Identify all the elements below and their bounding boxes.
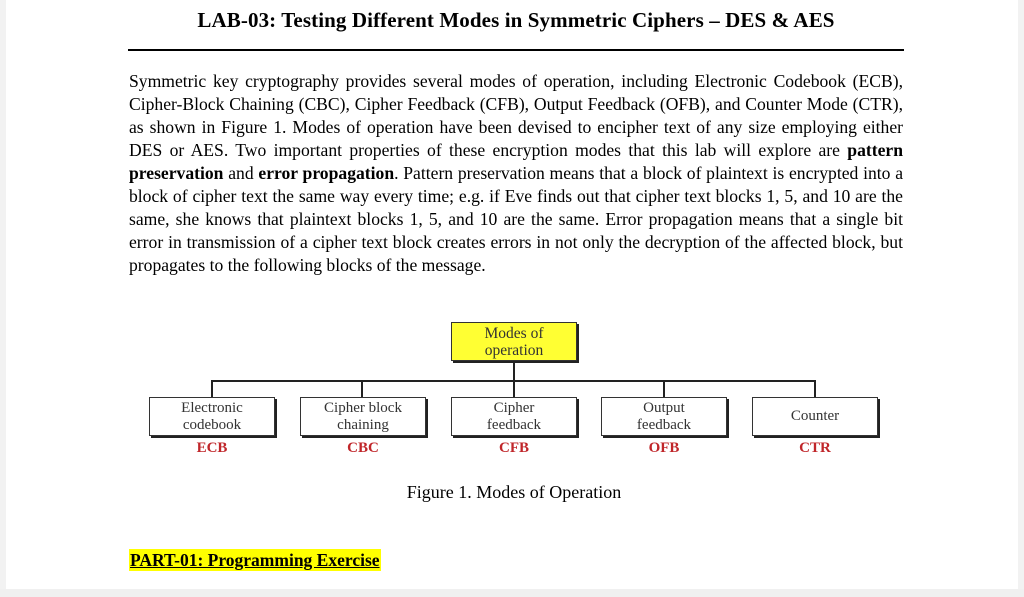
mode-box-ctr: Counter xyxy=(752,397,878,436)
figure-caption-text: Figure 1. Modes of Operation xyxy=(406,482,622,502)
figure-caption: Figure 1. Modes of Operation xyxy=(0,482,1024,503)
abbr-ecb: ECB xyxy=(196,440,228,456)
branch-ecb xyxy=(211,380,213,397)
section-heading-part-01: PART-01: Programming Exercise xyxy=(129,549,381,571)
page-margin-right xyxy=(1018,0,1024,597)
abbr-cfb: CFB xyxy=(499,440,529,456)
branch-cbc xyxy=(361,380,363,397)
root-stem xyxy=(513,360,515,381)
root-label-line1: Modes of xyxy=(484,324,544,342)
mode-label: feedback xyxy=(486,416,542,433)
branch-ctr xyxy=(814,380,816,397)
mode-label: chaining xyxy=(337,416,389,433)
title-rule xyxy=(128,49,904,51)
term-error-propagation: error propagation xyxy=(258,163,395,183)
branch-cfb xyxy=(513,380,515,397)
page-margin-bottom xyxy=(0,589,1024,597)
document-title: LAB-03: Testing Different Modes in Symme… xyxy=(197,8,835,32)
abbr-ctr: CTR xyxy=(799,440,831,456)
term-pattern-preservation: pattern preservation xyxy=(129,140,903,183)
mode-label: feedback xyxy=(636,416,692,433)
abbr-cbc: CBC xyxy=(347,440,379,456)
mode-label: codebook xyxy=(182,416,242,433)
abbr-ofb: OFB xyxy=(648,440,680,456)
mode-label: Electronic xyxy=(181,399,243,416)
branch-ofb xyxy=(663,380,665,397)
paragraph-text-2: and xyxy=(223,163,259,183)
mode-label: Counter xyxy=(790,408,840,424)
mode-label: Cipher block xyxy=(324,399,402,416)
paragraph-text-1: Symmetric key cryptography provides seve… xyxy=(129,71,903,160)
mode-label: Cipher xyxy=(493,399,535,416)
mode-label: Output xyxy=(643,399,685,416)
page-margin-left xyxy=(0,0,6,597)
paragraph-text-3: . Pattern preservation means that a bloc… xyxy=(129,163,904,275)
intro-paragraph: Symmetric key cryptography provides seve… xyxy=(129,70,903,277)
root-label-line2: operation xyxy=(484,341,544,359)
